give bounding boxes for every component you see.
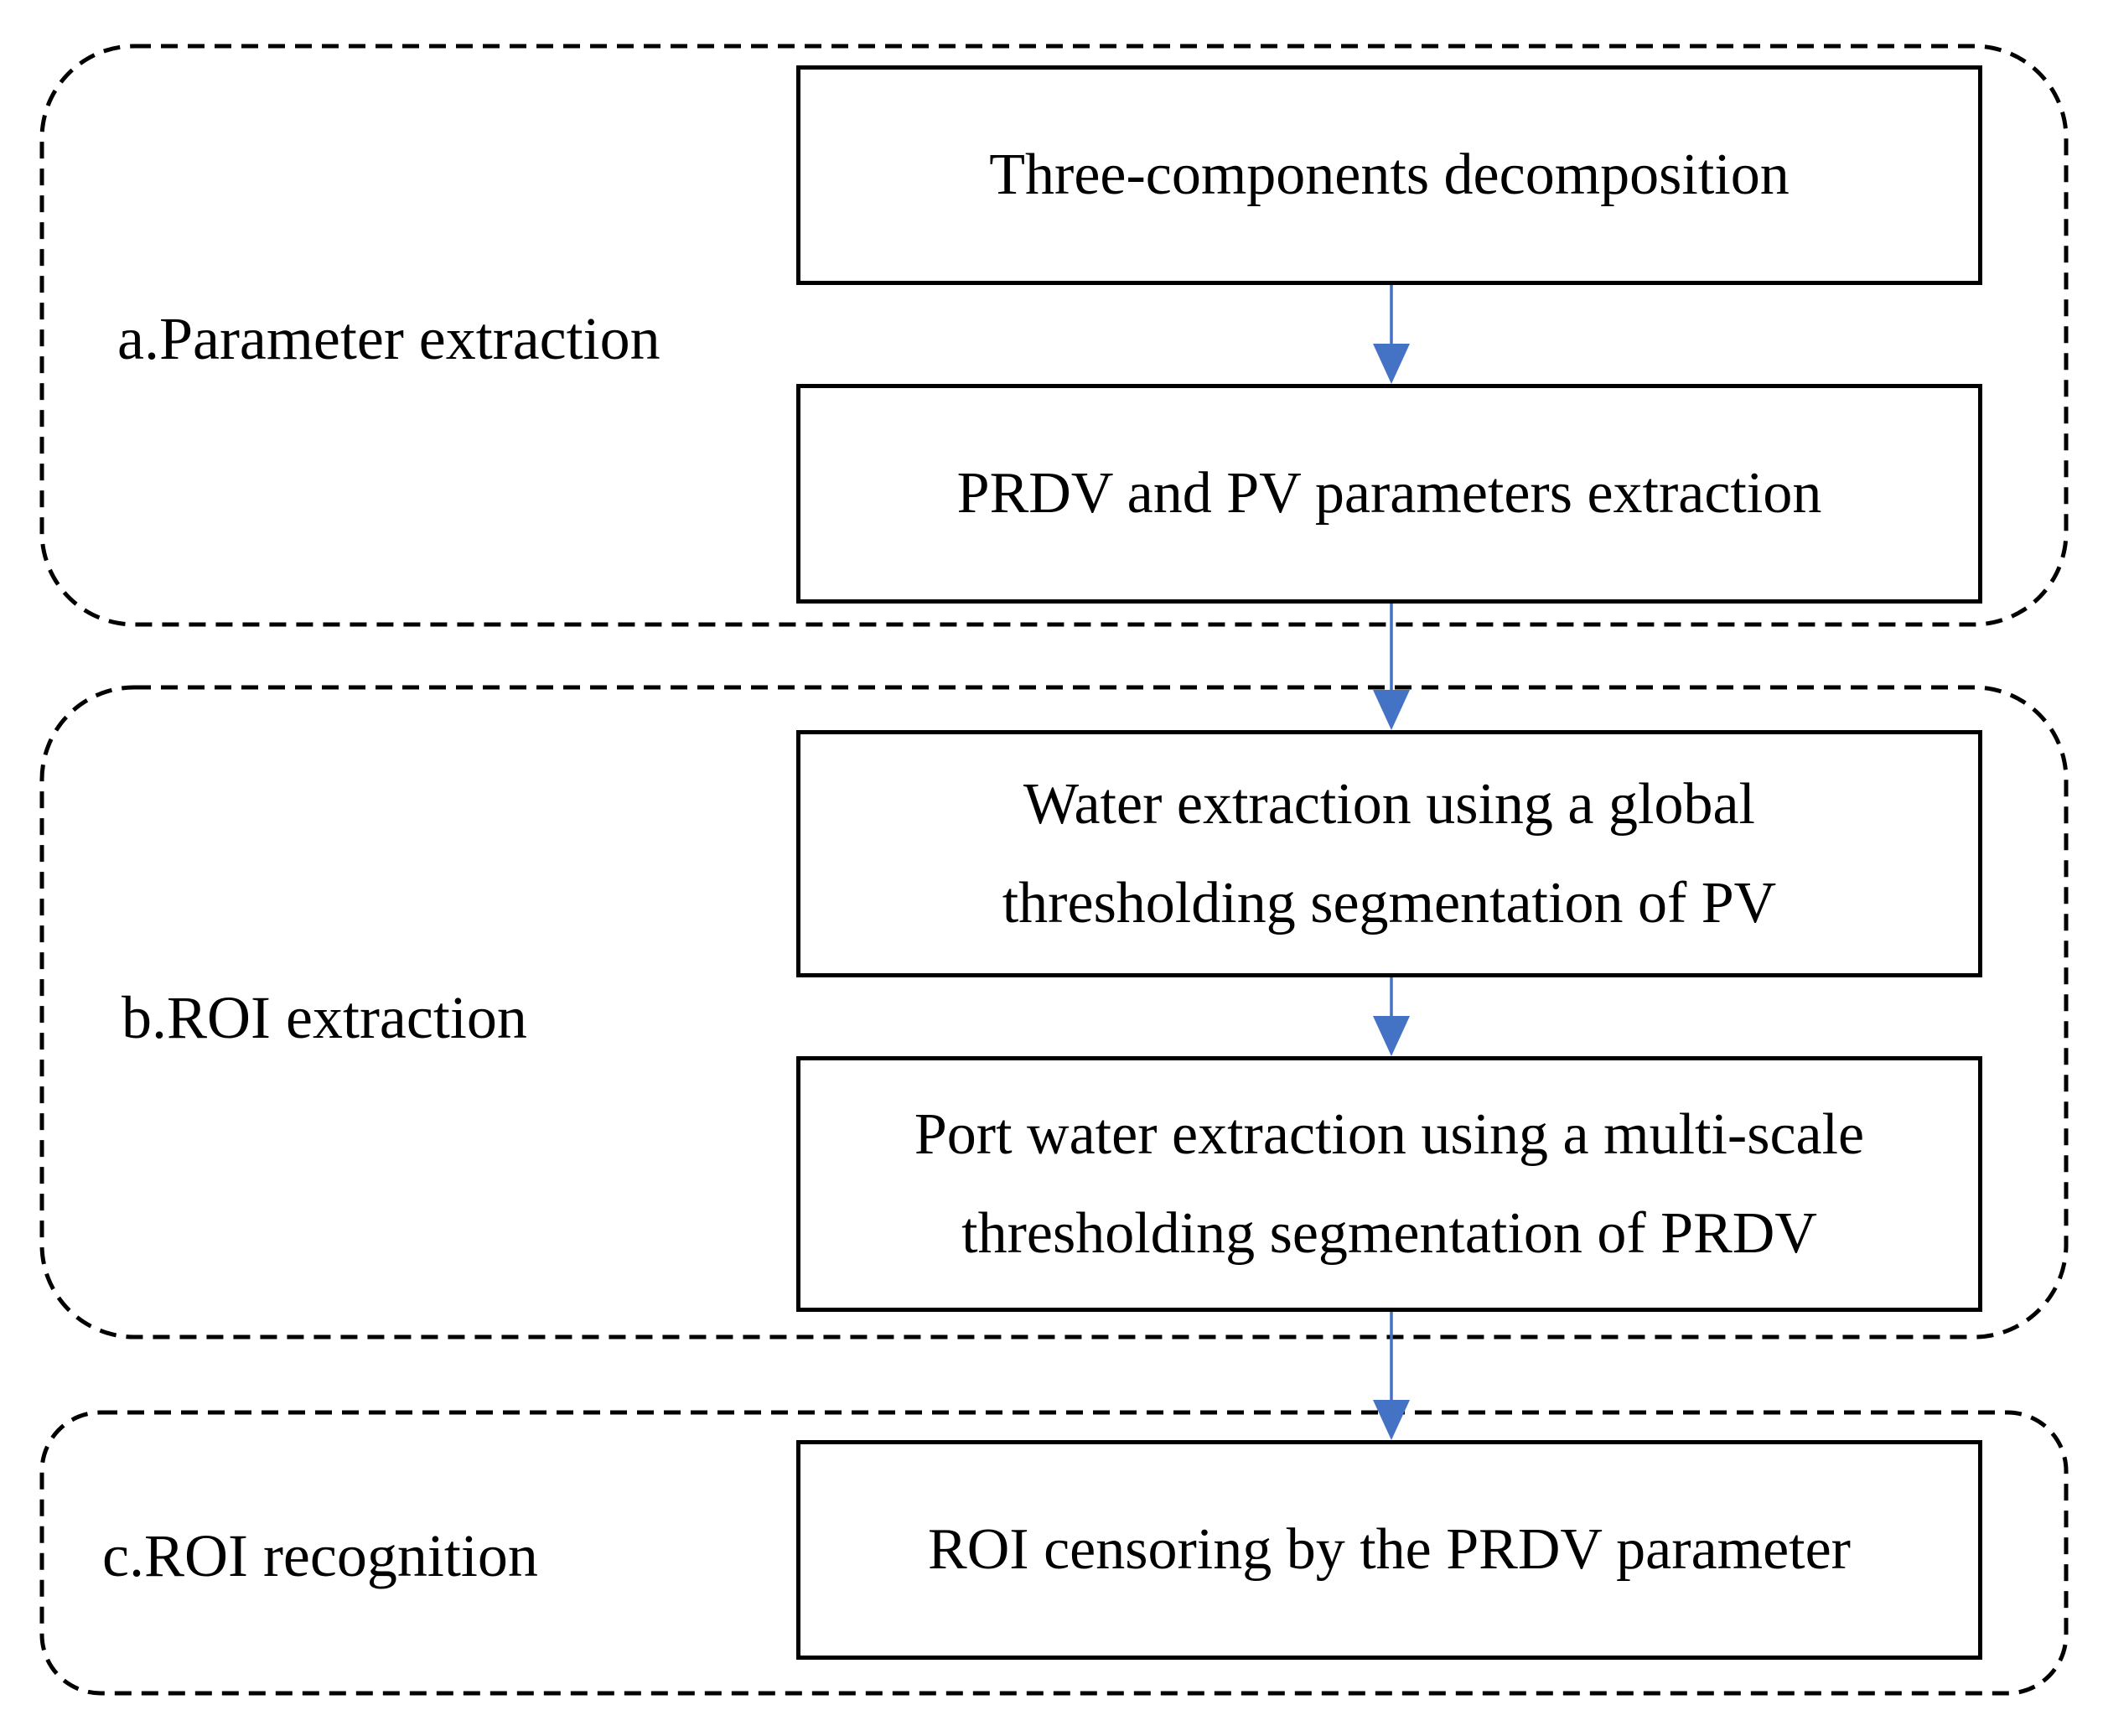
group-frame-roi-recognition (39, 1410, 2069, 1696)
arrow-decomposition-to-parameters (1373, 282, 1410, 384)
group-frame-roi-extraction (39, 685, 2069, 1340)
group-frame-parameter-extraction (39, 44, 2069, 627)
group-label-roi-extraction: b.ROI extraction (122, 984, 527, 1051)
step-text-line: thresholding segmentation of PRDV (961, 1200, 1817, 1266)
arrow-parameters-to-water-extraction (1373, 602, 1410, 730)
arrow-water-to-port-water (1373, 975, 1410, 1056)
step-text-line: Port water extraction using a multi-scal… (914, 1101, 1865, 1167)
step-text-line: thresholding segmentation of PV (1002, 870, 1777, 935)
group-label-roi-recognition: c.ROI recognition (102, 1522, 538, 1589)
step-prdv-pv-parameters-extraction: PRDV and PV parameters extraction (796, 384, 1982, 604)
step-text-line: Water extraction using a global (1023, 771, 1755, 837)
arrow-port-water-to-censoring (1373, 1312, 1410, 1440)
step-water-extraction-global-thresholding: Water extraction using a global threshol… (796, 730, 1982, 977)
step-port-water-multiscale-thresholding: Port water extraction using a multi-scal… (796, 1056, 1982, 1312)
step-roi-censoring-prdv: ROI censoring by the PRDV parameter (796, 1440, 1982, 1660)
step-text-line: ROI censoring by the PRDV parameter (928, 1517, 1851, 1582)
step-text-line: Three-components decomposition (989, 143, 1790, 207)
step-three-components-decomposition: Three-components decomposition (796, 65, 1982, 285)
step-text-line: PRDV and PV parameters extraction (956, 461, 1822, 526)
group-label-parameter-extraction: a.Parameter extraction (117, 305, 660, 372)
